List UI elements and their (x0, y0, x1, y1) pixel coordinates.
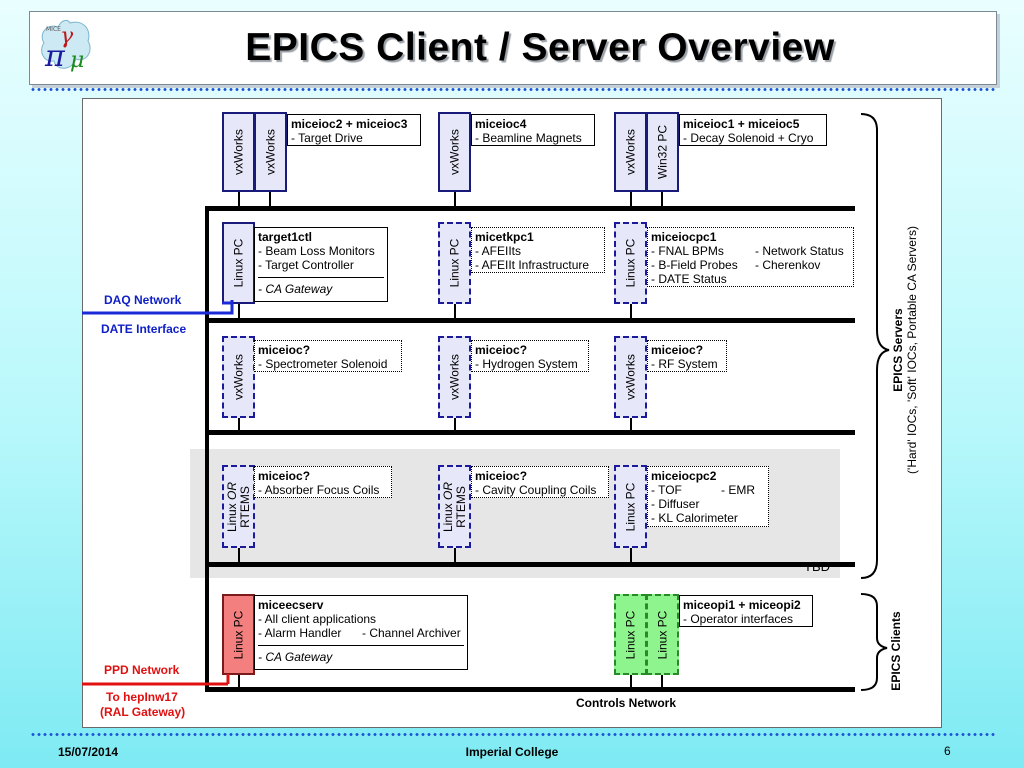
epics-clients-label: EPICS Clients (889, 611, 903, 691)
controls-network-label: Controls Network (576, 696, 677, 710)
svg-text:π: π (44, 39, 66, 74)
drop (630, 674, 632, 688)
slide-title: EPICS Client / Server Overview (245, 26, 835, 69)
node-vxworks[interactable]: vxWorks (254, 112, 287, 192)
ppd-network-label: PPD Network (104, 663, 180, 677)
client-box-miceopi: miceopi1 + miceopi2- Operator interfaces (679, 595, 813, 627)
ioc-box-spectrometer-solenoid: miceioc?- Spectrometer Solenoid (254, 340, 402, 372)
drop (630, 303, 632, 319)
drop (661, 192, 663, 208)
svg-text:γ: γ (60, 24, 74, 49)
node-linux-pc[interactable]: Linux PC (614, 222, 647, 304)
drop (454, 303, 456, 319)
ioc-box-hydrogen-system: miceioc?- Hydrogen System (471, 340, 589, 372)
client-box-miceecserv: miceecserv - All client applications - A… (254, 595, 468, 670)
node-vxworks[interactable]: vxWorks (222, 112, 255, 192)
bus-5-controls (205, 687, 855, 692)
node-vxworks[interactable]: vxWorks (438, 336, 471, 418)
braces (860, 113, 890, 691)
drop (454, 192, 456, 208)
ioc-box-decay-solenoid: miceioc1 + miceioc5- Decay Solenoid + Cr… (679, 114, 827, 146)
node-vxworks[interactable]: vxWorks (438, 112, 471, 192)
drop (238, 417, 240, 431)
node-vxworks[interactable]: vxWorks (222, 336, 255, 418)
drop (454, 547, 456, 563)
ioc-box-micetkpc1: micetkpc1 - AFEIIts - AFEIIt Infrastruct… (471, 227, 605, 273)
drop (238, 547, 240, 563)
ioc-box-cavity-coupling-coils: miceioc?- Cavity Coupling Coils (471, 466, 609, 498)
ioc-box-beamline-magnets: miceioc4- Beamline Magnets (471, 114, 595, 146)
node-win32-pc[interactable]: Win32 PC (646, 112, 679, 192)
footer-date: 15/07/2014 (58, 745, 119, 759)
footer-divider (30, 733, 996, 736)
page-number: 6 (944, 744, 951, 758)
drop (630, 547, 632, 563)
svg-text:MICE: MICE (46, 26, 61, 33)
node-linux-pc-opi[interactable]: Linux PC (646, 594, 679, 675)
drop (630, 417, 632, 431)
drop (661, 674, 663, 688)
title-divider (30, 88, 996, 91)
network-links (82, 300, 234, 686)
ral-gateway-label: (RAL Gateway) (100, 705, 186, 719)
separator (258, 645, 464, 646)
bus-2 (205, 318, 855, 323)
bus-1 (205, 206, 855, 211)
drop (238, 674, 240, 688)
svg-text:μ: μ (70, 48, 84, 73)
bus-spine (205, 206, 209, 692)
node-linux-pc-opi[interactable]: Linux PC (614, 594, 647, 675)
node-linux-pc[interactable]: Linux PC (438, 222, 471, 304)
daq-network-label: DAQ Network (104, 293, 182, 307)
node-linux-pc[interactable]: Linux PC (614, 465, 647, 548)
drop (238, 303, 240, 319)
title-bar (29, 11, 997, 85)
ioc-box-miceiocpc2: miceiocpc2 - TOF- EMR - Diffuser - KL Ca… (647, 466, 769, 527)
clients-brace (860, 593, 888, 691)
to-hepinw17-label: To hepInw17 (106, 690, 178, 704)
ioc-box-rf-system: miceioc?- RF System (647, 340, 727, 372)
drop (630, 192, 632, 208)
drop (269, 192, 271, 208)
footer-organization: Imperial College (465, 745, 559, 759)
ioc-box-miceiocpc1: miceiocpc1 - FNAL BPMs- Network Status -… (647, 227, 854, 287)
node-vxworks[interactable]: vxWorks (614, 336, 647, 418)
drop (454, 417, 456, 431)
mice-logo: π γ μ MICE (36, 17, 96, 77)
separator (258, 277, 384, 278)
ioc-box-target1ctl: target1ctl - Beam Loss Monitors - Target… (254, 227, 388, 302)
bus-4 (205, 562, 855, 567)
ioc-box-absorber-focus-coils: miceioc?- Absorber Focus Coils (254, 466, 392, 498)
drop (238, 192, 240, 208)
ioc-box-target-drive: miceioc2 + miceioc3- Target Drive (287, 114, 421, 146)
servers-brace (860, 113, 890, 579)
epics-servers-label: EPICS Servers('Hard' IOCs, 'Soft' IOCs, … (891, 226, 919, 474)
bus-3 (205, 430, 855, 435)
date-interface-label: DATE Interface (101, 322, 187, 336)
